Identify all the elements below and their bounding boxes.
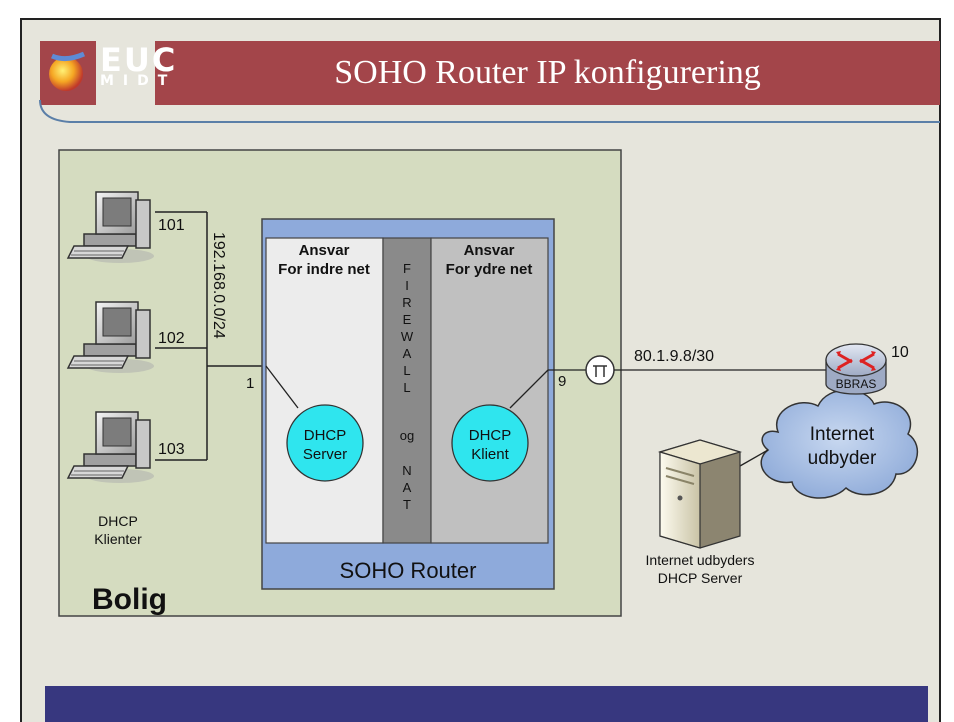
firewall-letter: L xyxy=(403,363,410,378)
firewall-letter: L xyxy=(403,380,410,395)
firewall-letter: F xyxy=(403,261,411,276)
bbras-label: BBRAS xyxy=(836,377,877,391)
firewall-letter: A xyxy=(403,346,412,361)
dhcp-server-label-1: DHCP xyxy=(304,427,347,444)
dhcp-client-circle xyxy=(451,404,529,482)
dhcp-server-circle xyxy=(286,404,364,482)
inner-header-2: For indre net xyxy=(278,261,370,278)
wan-subnet-label: 80.1.9.8/30 xyxy=(634,348,714,365)
title-bar xyxy=(155,41,940,105)
port-9-label: 9 xyxy=(558,373,566,390)
firewall-letter: og xyxy=(400,428,414,443)
host-102: 102 xyxy=(158,330,185,347)
clients-caption-2: Klienter xyxy=(94,531,142,547)
bbras-router-icon xyxy=(825,343,887,395)
logo-text: EUC xyxy=(100,41,178,79)
wall-socket-icon xyxy=(585,355,615,385)
subnet-label: 192.168.0.0/24 xyxy=(210,232,227,339)
wall-socket-glyph xyxy=(593,365,607,377)
outer-panel xyxy=(430,237,549,544)
firewall-letter: A xyxy=(403,480,412,495)
dhcp-client-label-2: Klient xyxy=(471,446,509,463)
firewall-letter: N xyxy=(402,463,411,478)
outer-header-2: For ydre net xyxy=(446,261,533,278)
port-1-label: 1 xyxy=(246,375,254,392)
firewall-letter: I xyxy=(405,278,409,293)
dhcp-server-label-2: Server xyxy=(303,446,347,463)
inner-header-1: Ansvar xyxy=(299,242,350,259)
clients-caption-1: DHCP xyxy=(98,513,138,529)
firewall-letter: W xyxy=(401,329,414,344)
dhcp-client-label-1: DHCP xyxy=(469,427,512,444)
firewall-letter: R xyxy=(402,295,411,310)
router-label: SOHO Router xyxy=(340,558,477,583)
link-server-cloud xyxy=(739,449,769,467)
host-103: 103 xyxy=(158,441,185,458)
firewall-text: F I R E W A L L og N A T xyxy=(400,261,414,512)
firewall-letter: E xyxy=(403,312,412,327)
isp-server-caption-2: DHCP Server xyxy=(658,570,743,586)
inner-panel xyxy=(265,237,384,544)
bbras-host-label: 10 xyxy=(891,344,909,361)
logo-subtext: MIDT xyxy=(100,73,177,89)
firewall-letter: T xyxy=(403,497,411,512)
cloud-label-1: Internet xyxy=(810,424,875,445)
host-101: 101 xyxy=(158,217,185,234)
internet-cloud-icon xyxy=(760,389,919,499)
slide-title: SOHO Router IP konfigurering xyxy=(334,54,761,91)
house-label: Bolig xyxy=(92,583,167,616)
cloud-label-2: udbyder xyxy=(808,448,877,469)
logo: EUC MIDT xyxy=(100,44,177,88)
firewall-panel xyxy=(382,237,432,544)
outer-header-1: Ansvar xyxy=(464,242,515,259)
isp-server-icon xyxy=(657,439,743,549)
isp-server-caption-1: Internet udbyders xyxy=(646,552,755,568)
link-port9-dhcp-client xyxy=(509,369,549,409)
link-port1-dhcp-server xyxy=(265,365,299,409)
bottom-bar xyxy=(45,686,928,722)
